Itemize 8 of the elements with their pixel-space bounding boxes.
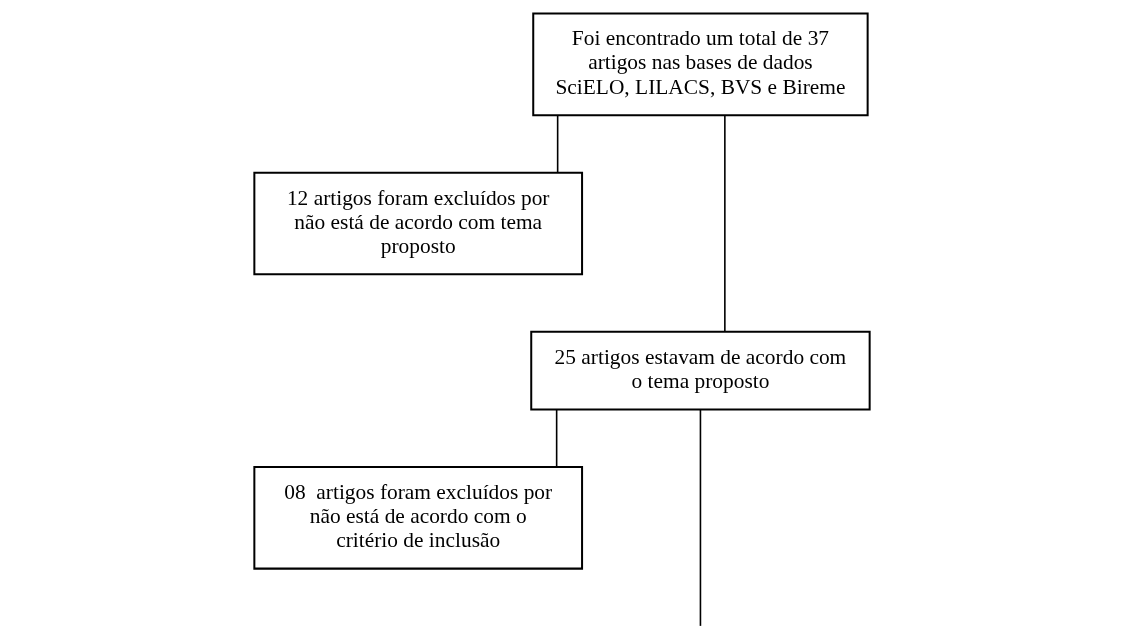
connector xyxy=(699,408,702,627)
connector xyxy=(556,114,559,174)
node-box: 25 artigos estavam de acordo com o tema proposto xyxy=(530,330,871,411)
connector xyxy=(555,408,558,468)
connector xyxy=(724,114,726,333)
node-box: 08 artigos foram excluídos por não está de acordo com o critério de inclusão xyxy=(253,465,584,570)
node-box: Foi encontrado um total de 37 artigos nas bases de dados SciELO, LILACS, BVS e Bireme xyxy=(532,12,869,117)
node-box: 12 artigos foram excluídos por não está de acordo com tema proposto xyxy=(253,171,584,276)
